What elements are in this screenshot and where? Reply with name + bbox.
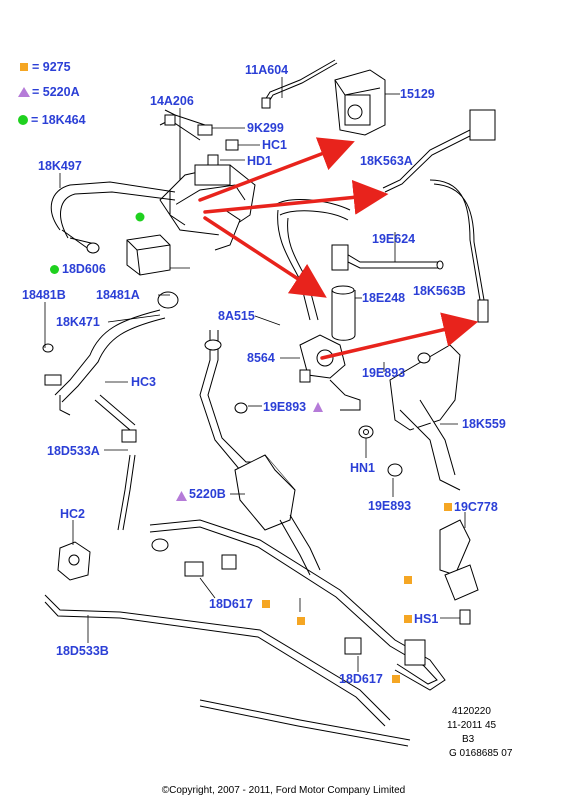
legend-item-square: = 9275 (20, 60, 71, 74)
label-18d617-a[interactable]: 18D617 (209, 597, 253, 611)
label-hd1[interactable]: HD1 (247, 154, 273, 168)
label-18d606[interactable]: 18D606 (62, 262, 106, 276)
purple-triangle-icon (18, 87, 30, 97)
legend-item-triangle: = 5220A (18, 85, 80, 99)
diagram-markers (135, 212, 412, 625)
control-module-15129 (334, 69, 386, 136)
label-5220b-marker (176, 488, 187, 506)
label-18d617-b[interactable]: 18D617 (339, 672, 383, 686)
pump-8564 (299, 334, 361, 411)
label-18d533a[interactable]: 18D533A (47, 444, 100, 458)
label-18d617-b-marker (392, 675, 400, 683)
fitting-9k299 (179, 124, 239, 180)
legend-item-circle: = 18K464 (18, 113, 86, 127)
label-15129[interactable]: 15129 (400, 87, 435, 101)
sensor-19c778 (439, 519, 479, 625)
label-19c778[interactable]: 19C778 (454, 500, 498, 514)
red-arrows (198, 137, 479, 360)
purple-triangle-marker (313, 402, 323, 412)
label-18e248[interactable]: 18E248 (362, 291, 406, 305)
pipe-loop-lower-right (149, 519, 446, 691)
label-hc1[interactable]: HC1 (262, 138, 288, 152)
pipe-18d533b (44, 594, 411, 747)
label-9k299[interactable]: 9K299 (247, 121, 284, 135)
leader-lines (44, 77, 466, 672)
copyright-text: ©Copyright, 2007 - 2011, Ford Motor Comp… (161, 785, 406, 796)
label-19e893-low[interactable]: 19E893 (368, 499, 412, 513)
info-line-3: B3 (462, 734, 475, 745)
arrow-to-18k563a (198, 137, 355, 202)
green-circle-marker (135, 212, 145, 222)
arrow-to-18e248 (203, 216, 327, 298)
fastener-19e893-low (387, 463, 403, 477)
label-8564[interactable]: 8564 (247, 351, 275, 365)
info-line-2: 11-2011 45 (447, 720, 497, 731)
label-18k471[interactable]: 18K471 (56, 315, 100, 329)
label-hn1[interactable]: HN1 (350, 461, 376, 475)
fastener-hn1 (358, 425, 374, 439)
label-19c778-marker (444, 503, 452, 511)
label-18k559[interactable]: 18K559 (462, 417, 506, 431)
fastener-19e893-mid (234, 402, 248, 414)
label-19e893-mid[interactable]: 19E893 (263, 400, 307, 414)
arrow-to-connector (203, 179, 389, 215)
label-19e624[interactable]: 19E624 (372, 232, 416, 246)
hose-18k471 (42, 291, 179, 416)
clamp-hc2 (57, 541, 91, 581)
hose-18k497 (50, 181, 176, 254)
label-18d617-a-marker (262, 600, 270, 608)
info-line-4: G 0168685 07 (449, 748, 513, 759)
info-line-1: 4120220 (452, 706, 491, 717)
label-18d533b[interactable]: 18D533B (56, 644, 109, 658)
connector-18d617-b (344, 637, 362, 655)
label-18481b[interactable]: 18481B (22, 288, 66, 302)
label-8a515[interactable]: 8A515 (218, 309, 255, 323)
bracket-14a206 (159, 109, 206, 141)
label-11a604[interactable]: 11A604 (245, 63, 289, 77)
pipe-18d533a (94, 394, 137, 531)
orange-square-marker (297, 617, 305, 625)
label-18481a[interactable]: 18481A (96, 288, 140, 302)
purple-triangle-icon (176, 491, 187, 501)
label-hs1[interactable]: HS1 (414, 612, 439, 626)
orange-square-icon (20, 63, 28, 71)
oxygen-sensor-11a604 (261, 59, 338, 109)
hose-assembly-right (274, 199, 444, 321)
bracket-18k559 (389, 344, 461, 491)
label-hs1-marker (404, 615, 412, 623)
label-hc3[interactable]: HC3 (131, 375, 157, 389)
muffler-5220b (234, 454, 321, 576)
harness-18k563 (382, 109, 496, 323)
component-18d606 (126, 234, 171, 276)
label-19e893-top[interactable]: 19E893 (362, 366, 406, 380)
label-18k563b[interactable]: 18K563B (413, 284, 466, 298)
label-18d606-marker (50, 265, 59, 274)
central-unit (159, 164, 256, 251)
label-18k497[interactable]: 18K497 (38, 159, 82, 173)
filter-18e248 (331, 285, 356, 341)
label-14a206[interactable]: 14A206 (150, 94, 194, 108)
connector-18d617-a (184, 554, 237, 577)
orange-square-marker (404, 576, 412, 584)
label-18k563a[interactable]: 18K563A (360, 154, 413, 168)
label-hc2[interactable]: HC2 (60, 507, 86, 521)
green-circle-icon (18, 115, 28, 125)
arrow-to-18k563b (320, 312, 479, 360)
label-5220b[interactable]: 5220B (189, 487, 226, 501)
